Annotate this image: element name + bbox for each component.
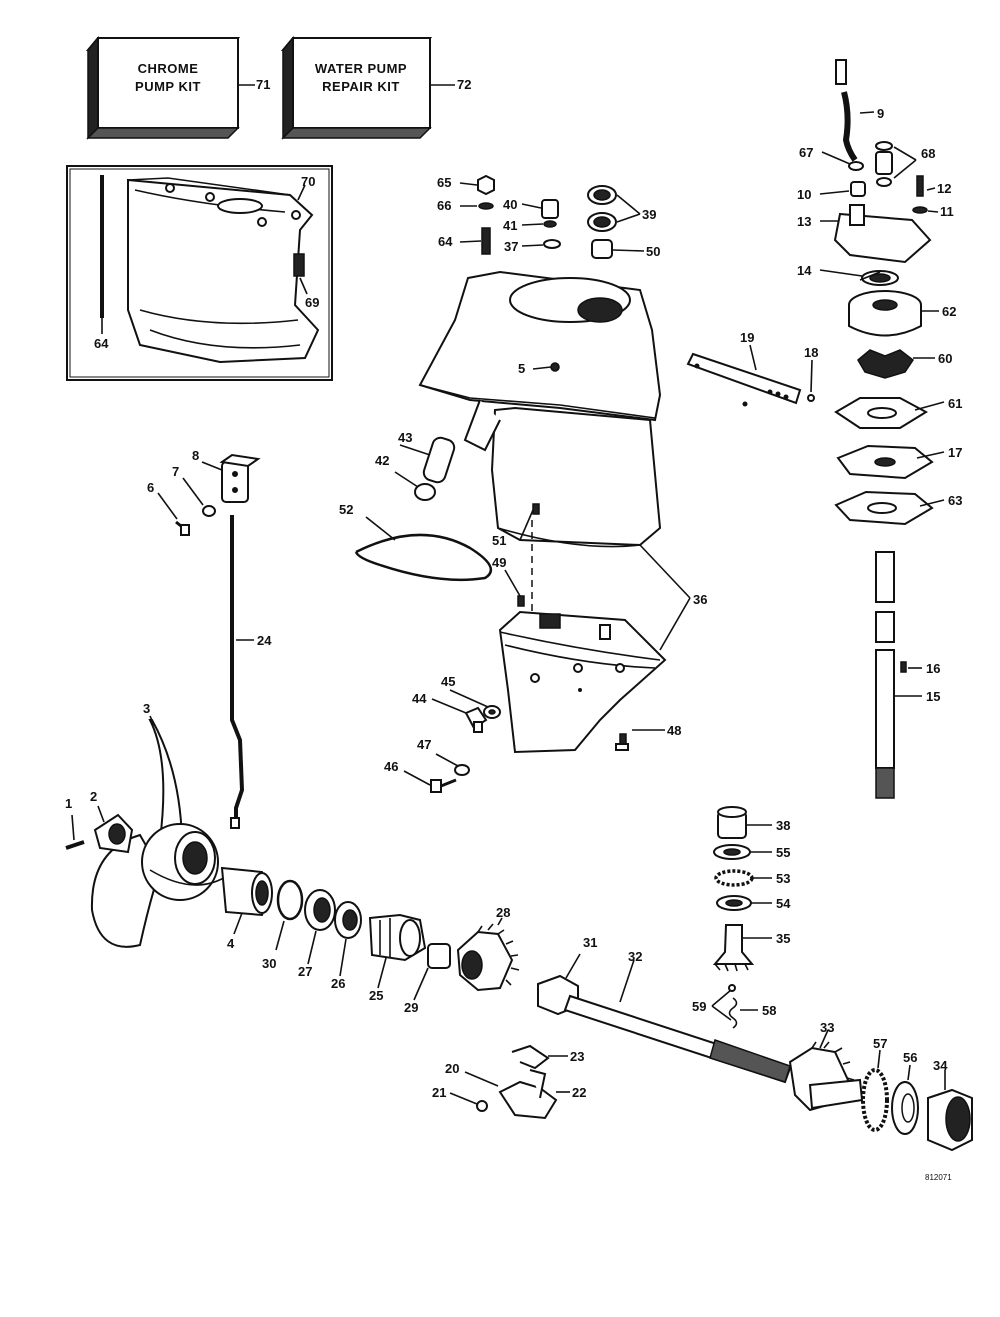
- callout-53: 53: [776, 871, 790, 886]
- callout-18: 18: [804, 345, 818, 360]
- callout-17: 17: [948, 445, 962, 460]
- callout-39: 39: [642, 207, 656, 222]
- callout-10: 10: [797, 187, 811, 202]
- callout-31: 31: [583, 935, 597, 950]
- callout-49: 49: [492, 555, 506, 570]
- callout-27: 27: [298, 964, 312, 979]
- callout-72: 72: [457, 77, 471, 92]
- callout-51: 51: [492, 533, 506, 548]
- water-kit-line2: REPAIR KIT: [322, 79, 400, 94]
- callout-55: 55: [776, 845, 790, 860]
- callout-numbers: 1 2 3 4 5 6 7 8 9 10 11 12 13 14 15 16 1…: [65, 106, 962, 1182]
- pinion-stack: [712, 806, 772, 972]
- callout-13: 13: [797, 214, 811, 229]
- callout-63: 63: [948, 493, 962, 508]
- propshaft-parts: [220, 866, 520, 1001]
- gearcase-hardware: [365, 271, 881, 793]
- callout-28: 28: [496, 905, 510, 920]
- callout-22: 22: [572, 1085, 586, 1100]
- callout-64: 64: [438, 234, 453, 249]
- callout-6: 6: [147, 480, 154, 495]
- callout-59: 59: [692, 999, 706, 1014]
- callout-29: 29: [404, 1000, 418, 1015]
- callout-26: 26: [331, 976, 345, 991]
- chrome-kit-line1: CHROME: [138, 61, 199, 76]
- callout-60: 60: [938, 351, 952, 366]
- callout-34: 34: [933, 1058, 948, 1073]
- callout-44: 44: [412, 691, 427, 706]
- callout-23: 23: [570, 1049, 584, 1064]
- callout-61: 61: [948, 396, 962, 411]
- callout-52: 52: [339, 502, 353, 517]
- callout-1: 1: [65, 796, 72, 811]
- callout-32: 32: [628, 949, 642, 964]
- callout-43: 43: [398, 430, 412, 445]
- callout-30: 30: [262, 956, 276, 971]
- callout-70: 70: [301, 174, 315, 189]
- callout-24: 24: [257, 633, 272, 648]
- water-pump-assembly: [819, 59, 945, 799]
- callout-47: 47: [417, 737, 431, 752]
- callout-66: 66: [437, 198, 451, 213]
- callout-33: 33: [820, 1020, 834, 1035]
- callout-4: 4: [227, 936, 235, 951]
- callout-7: 7: [172, 464, 179, 479]
- callout-54: 54: [776, 896, 791, 911]
- callout-35: 35: [776, 931, 790, 946]
- callout-50: 50: [646, 244, 660, 259]
- callout-36: 36: [693, 592, 707, 607]
- callout-19: 19: [740, 330, 754, 345]
- callout-3: 3: [143, 701, 150, 716]
- callout-42: 42: [375, 453, 389, 468]
- callout-38: 38: [776, 818, 790, 833]
- callout-67: 67: [799, 145, 813, 160]
- callout-8: 8: [192, 448, 199, 463]
- callout-41: 41: [503, 218, 517, 233]
- gearcase: [498, 610, 667, 754]
- chrome-pump-kit-box: CHROME PUMP KIT: [85, 35, 241, 140]
- callout-21: 21: [432, 1085, 446, 1100]
- propeller: [65, 715, 236, 948]
- callout-58: 58: [762, 1003, 776, 1018]
- callout-12: 12: [937, 181, 951, 196]
- callout-14: 14: [797, 263, 812, 278]
- callout-5: 5: [518, 361, 525, 376]
- callout-11: 11: [940, 204, 954, 219]
- drawing-code: 812071: [925, 1173, 952, 1182]
- callout-64-inset: 64: [94, 336, 109, 351]
- callout-20: 20: [445, 1061, 459, 1076]
- inset-exhaust-housing: 70 69 64: [66, 165, 333, 381]
- callout-71: 71: [256, 77, 270, 92]
- callout-46: 46: [384, 759, 398, 774]
- callout-16: 16: [926, 661, 940, 676]
- callout-56: 56: [903, 1050, 917, 1065]
- callout-25: 25: [369, 988, 383, 1003]
- callout-57: 57: [873, 1036, 887, 1051]
- shift-linkage: [157, 453, 261, 829]
- callout-40: 40: [503, 197, 517, 212]
- callout-65: 65: [437, 175, 451, 190]
- clutch-and-shaft: [449, 953, 973, 1152]
- callout-45: 45: [441, 674, 455, 689]
- chrome-kit-line2: PUMP KIT: [135, 79, 201, 94]
- callout-68: 68: [921, 146, 935, 161]
- callout-15: 15: [926, 689, 940, 704]
- callout-37: 37: [504, 239, 518, 254]
- callout-48: 48: [667, 723, 681, 738]
- exhaust-housing: [418, 270, 748, 548]
- callout-62: 62: [942, 304, 956, 319]
- callout-9: 9: [877, 106, 884, 121]
- callout-2: 2: [90, 789, 97, 804]
- small-hardware-group: [459, 174, 645, 259]
- callout-69: 69: [305, 295, 319, 310]
- water-kit-line1: WATER PUMP: [315, 61, 407, 76]
- water-pump-repair-kit-box: WATER PUMP REPAIR KIT: [280, 35, 433, 140]
